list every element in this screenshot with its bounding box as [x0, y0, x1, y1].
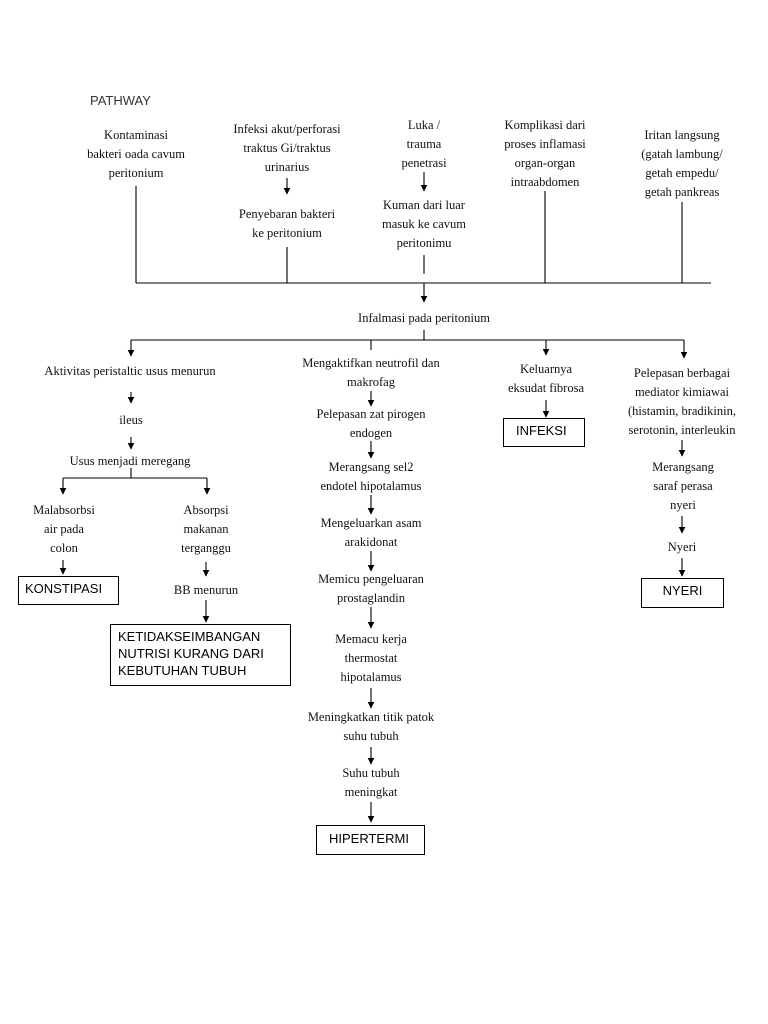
node-thermostat: Memacu kerja thermostat hipotalamus: [335, 632, 407, 684]
diagnosis-infeksi-label: INFEKSI: [516, 423, 567, 438]
node-kuman: Kuman dari luar masuk ke cavum peritonim…: [381, 198, 466, 250]
node-titik-patok: Meningkatkan titik patok suhu tubuh: [307, 710, 435, 743]
node-kontaminasi: Kontaminasi bakteri oada cavum peritoniu…: [87, 128, 185, 180]
node-komplikasi: Komplikasi dari proses inflamasi organ-o…: [504, 118, 586, 189]
node-aktivitas-peristaltic: Aktivitas peristaltic usus menurun: [44, 364, 216, 378]
diagnosis-ketidakseimbangan-label: KETIDAKSEIMBANGAN NUTRISI KURANG DARI KE…: [118, 629, 264, 678]
node-usus-meregang: Usus menjadi meregang: [69, 454, 191, 468]
node-mengaktifkan-neutrofil: Mengaktifkan neutrofil dan makrofag: [302, 356, 440, 389]
node-iritan: Iritan langsung (gatah lambung/ getah em…: [641, 128, 723, 199]
node-absorpsi: Absorpsi makanan terganggu: [181, 503, 231, 555]
diagnosis-konstipasi: KONSTIPASI: [18, 576, 119, 605]
diagnosis-hipertermi-label: HIPERTERMI: [329, 831, 409, 846]
node-nyeri: Nyeri: [667, 540, 697, 554]
node-mediator-kimiawi: Pelepasan berbagai mediator kimiawai (hi…: [628, 366, 736, 437]
diagnosis-nyeri-label: NYERI: [662, 583, 703, 598]
node-ileus: ileus: [119, 413, 143, 427]
diagnosis-konstipasi-label: KONSTIPASI: [25, 581, 103, 596]
node-inflamasi-peritonium: Infalmasi pada peritonium: [358, 311, 490, 325]
diagnosis-hipertermi: HIPERTERMI: [316, 825, 425, 855]
node-eksudat-fibrosa: Keluarnya eksudat fibrosa: [507, 362, 585, 395]
node-pelepasan-pirogen: Pelepasan zat pirogen endogen: [316, 407, 426, 440]
node-malabsorbsi: Malabsorbsi air pada colon: [33, 503, 95, 555]
node-merangsang-sel: Merangsang sel2 endotel hipotalamus: [320, 460, 422, 493]
diagnosis-infeksi: INFEKSI: [503, 418, 585, 447]
node-bb-menurun: BB menurun: [173, 583, 239, 597]
diagnosis-ketidakseimbangan-nutrisi: KETIDAKSEIMBANGAN NUTRISI KURANG DARI KE…: [110, 624, 291, 686]
node-saraf-perasa: Merangsang saraf perasa nyeri: [652, 460, 714, 512]
node-infeksi-akut: Infeksi akut/perforasi traktus Gi/traktu…: [233, 122, 341, 174]
page-title: PATHWAY: [90, 93, 151, 108]
node-prostaglandin: Memicu pengeluaran prostaglandin: [318, 572, 424, 605]
diagnosis-nyeri: NYERI: [641, 578, 724, 608]
node-asam-arakidonat: Mengeluarkan asam arakidonat: [320, 516, 422, 549]
node-luka: Luka / trauma penetrasi: [401, 118, 447, 170]
node-penyebaran-bakteri: Penyebaran bakteri ke peritonium: [238, 207, 336, 240]
node-suhu-meningkat: Suhu tubuh meningkat: [342, 766, 400, 799]
